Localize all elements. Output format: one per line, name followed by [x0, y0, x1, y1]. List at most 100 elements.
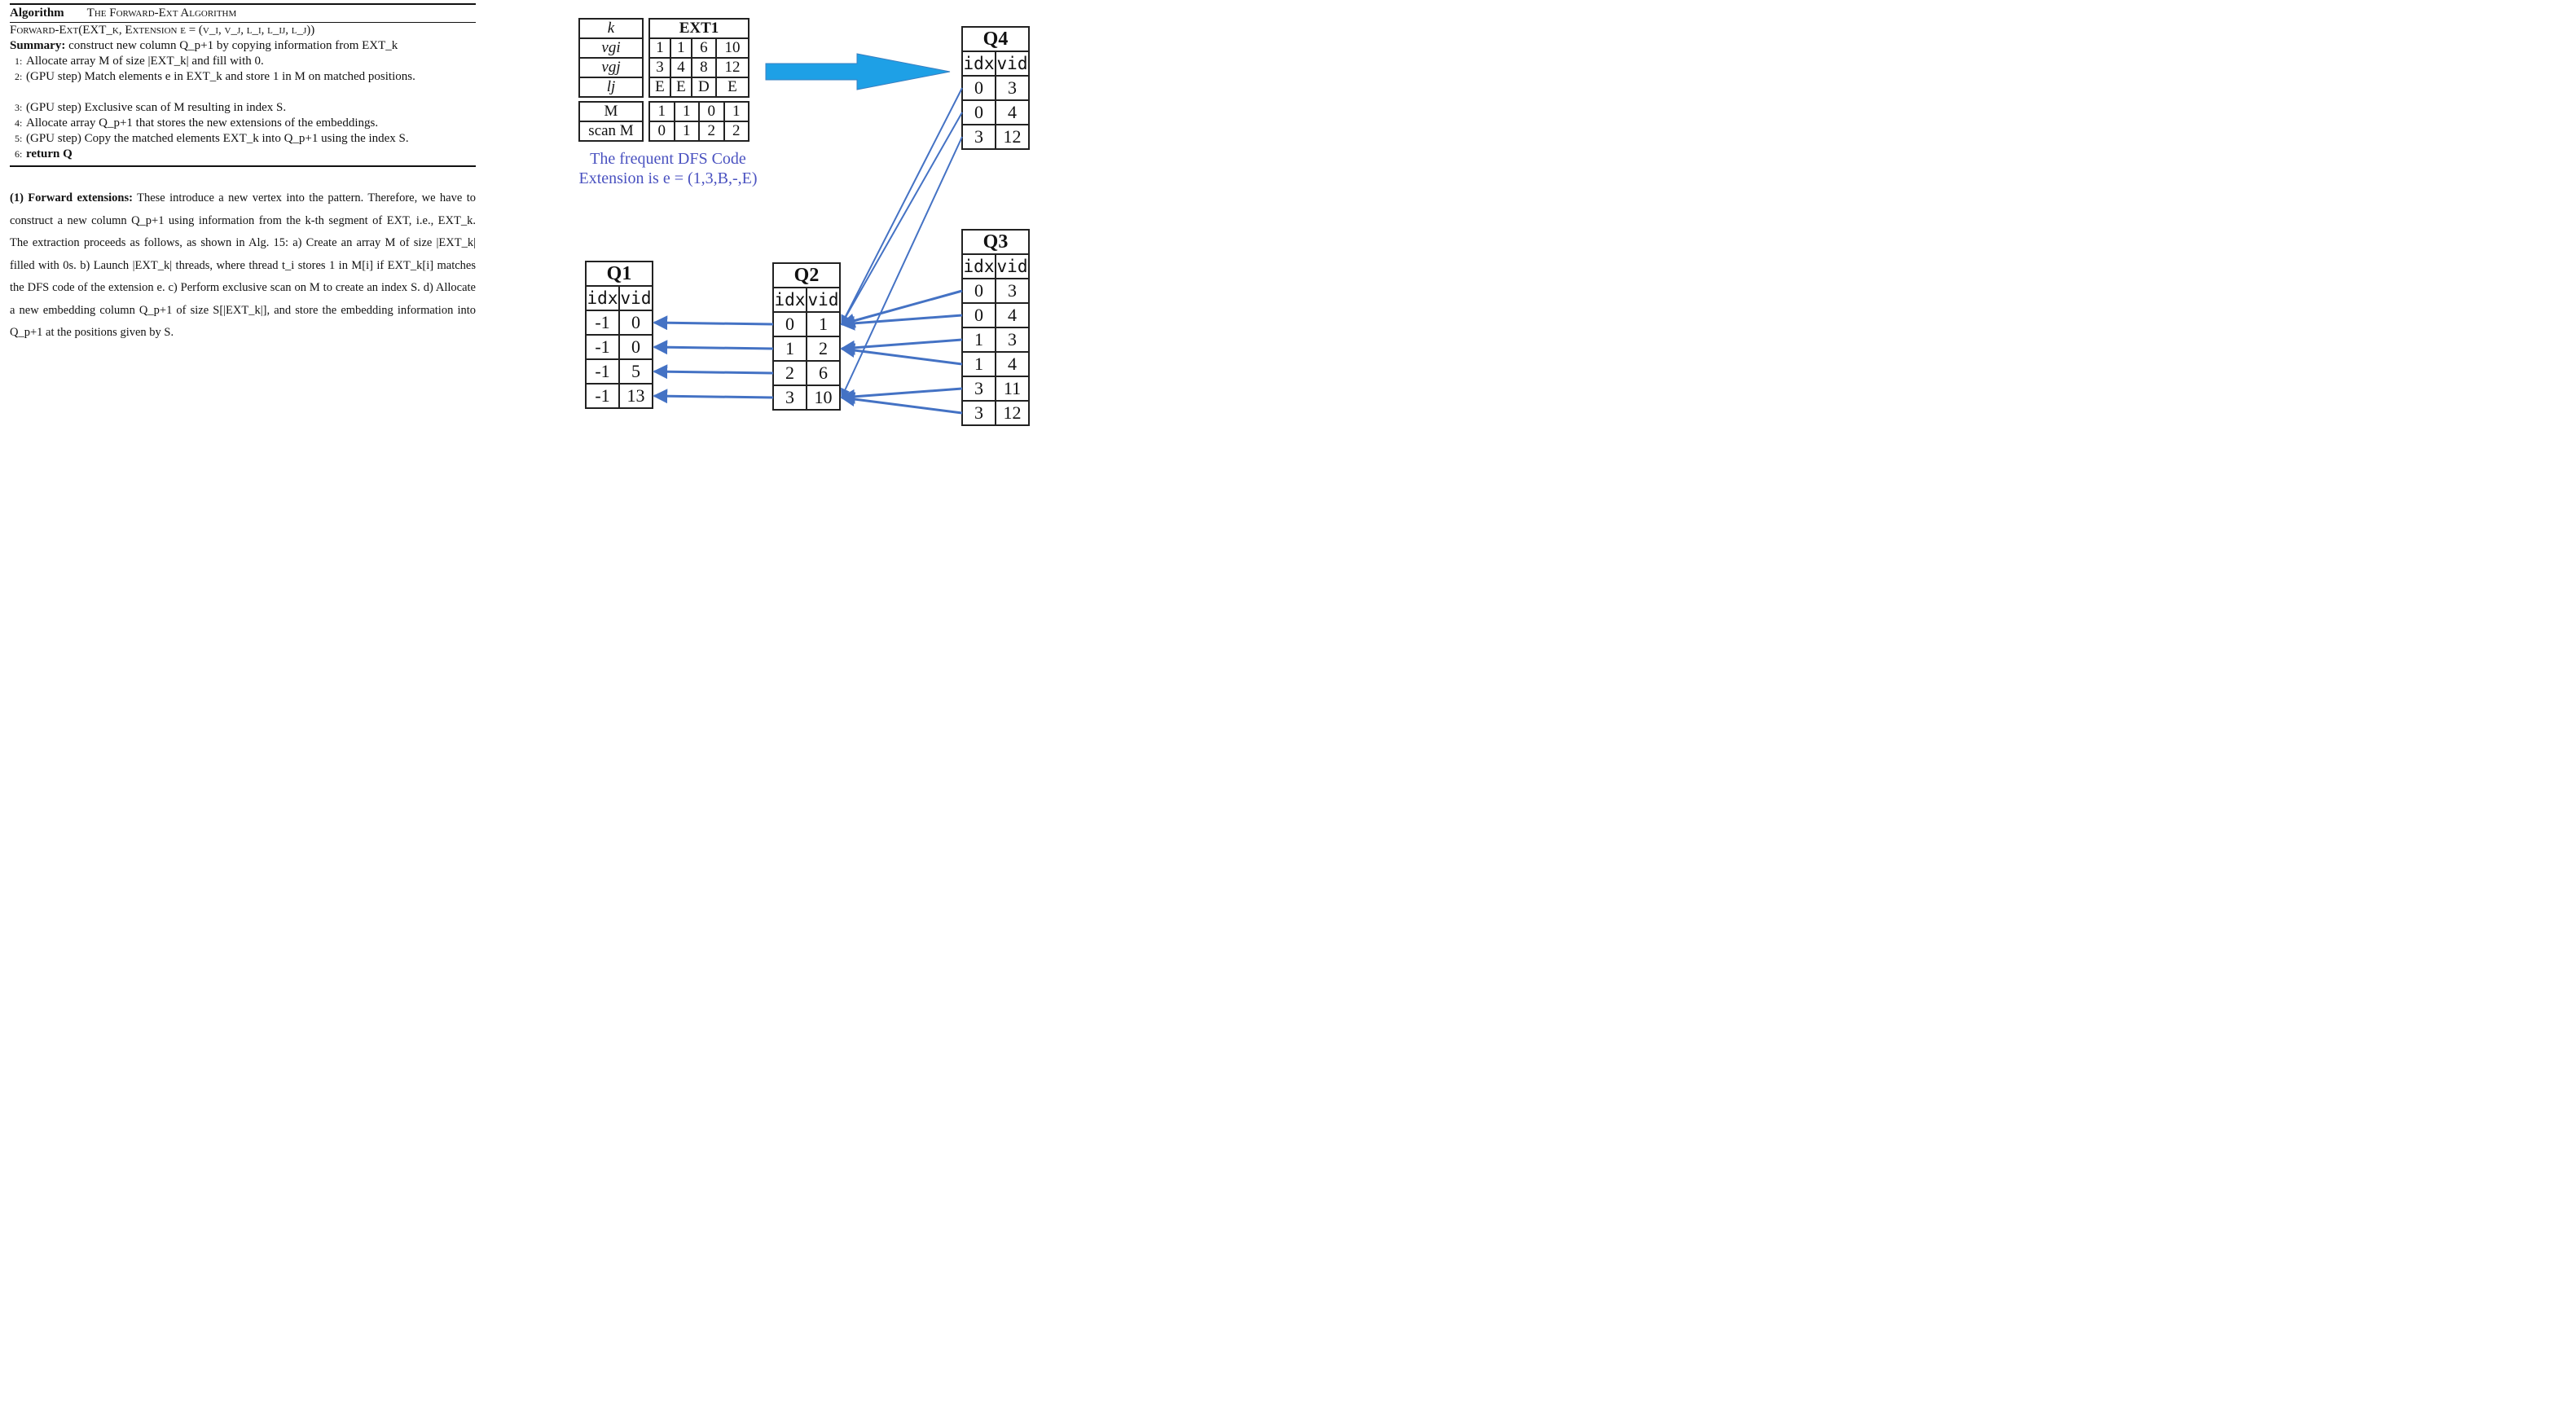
q1-idx-cell: -1: [585, 334, 620, 360]
q2-header-idx: idx: [772, 287, 807, 313]
ext-cell: 1: [669, 37, 692, 59]
caption-line-1: The frequent DFS Code: [590, 150, 746, 168]
q3-to-q2-arrow: [840, 289, 963, 328]
q4-header-vid: vid: [995, 51, 1030, 77]
ext-cell: 3: [648, 57, 671, 78]
algorithm-step: 6:return Q: [15, 147, 73, 160]
q2-idx-cell: 3: [772, 385, 807, 411]
q3-vid-cell: 12: [995, 400, 1030, 426]
algorithm-step: 1:Allocate array M of size |EXT_k| and f…: [15, 55, 264, 68]
q4-vid-cell: 4: [995, 99, 1030, 125]
q2-idx-cell: 0: [772, 311, 807, 337]
caption-line-2: Extension is e = (1,3,B,-,E): [578, 169, 758, 187]
mapping-arrows: [653, 87, 963, 415]
q3-idx-cell: 3: [961, 400, 996, 426]
q2-title: Q2: [772, 262, 841, 288]
q3-vid-cell: 3: [995, 327, 1030, 353]
q4-vid-cell: 12: [995, 124, 1030, 150]
q1-idx-cell: -1: [585, 383, 620, 409]
algorithm-label: Algorithm: [10, 7, 64, 20]
q2-vid-cell: 2: [806, 336, 841, 362]
q2-to-q1-arrow: [653, 364, 774, 380]
q4-to-q2-arrow: [841, 136, 963, 399]
algorithm-signature: Forward-Ext(EXT_k, Extension e = (v_i, v…: [10, 24, 315, 37]
summary-label: Summary:: [10, 39, 66, 52]
ext-cell: 12: [714, 57, 750, 78]
summary-text: construct new column Q_p+1 by copying in…: [68, 39, 398, 52]
q3-to-q2-arrow: [840, 314, 963, 331]
q3-idx-cell: 3: [961, 376, 996, 402]
ext1-table: EXT1 1 1 6 10 3 4 8 12 E E D E: [648, 18, 750, 98]
ext-cell: 8: [690, 57, 717, 78]
row-label: vgj: [578, 57, 644, 78]
paragraph-heading: (1) Forward extensions:: [10, 191, 133, 204]
q4-title: Q4: [961, 26, 1030, 52]
q1-vid-cell: 13: [618, 383, 653, 409]
q2-header-vid: vid: [806, 287, 841, 313]
scan-m-cell: 2: [723, 121, 750, 142]
algorithm-summary: Summary: construct new column Q_p+1 by c…: [10, 38, 476, 54]
ext1-title: EXT1: [648, 18, 750, 39]
q2-vid-cell: 6: [806, 360, 841, 386]
q3-vid-cell: 4: [995, 302, 1030, 328]
paragraph-text: These introduce a new vertex into the pa…: [10, 191, 476, 339]
q2-to-q1-arrow: [653, 340, 774, 355]
algorithm-box: Algorithm The Forward-Ext Algorithm Forw…: [10, 3, 476, 167]
m-table: 1 1 0 1 0 1 2 2: [648, 101, 750, 142]
q4-header-idx: idx: [961, 51, 996, 77]
q3-to-q2-arrow: [840, 392, 963, 415]
algorithm-step: 4:Allocate array Q_p+1 that stores the n…: [15, 116, 379, 130]
algorithm-step: 3:(GPU step) Exclusive scan of M resulti…: [15, 101, 287, 114]
q3-title: Q3: [961, 229, 1030, 255]
m-cell: 1: [723, 101, 750, 122]
q2-vid-cell: 1: [806, 311, 841, 337]
m-row-labels: M scan M: [578, 101, 644, 142]
ext-cell: 6: [690, 37, 717, 59]
q4-to-q2-arrow: [841, 87, 963, 326]
q2-idx-cell: 1: [772, 336, 807, 362]
q3-idx-cell: 1: [961, 351, 996, 377]
algorithm-step: 5:(GPU step) Copy the matched elements E…: [15, 132, 409, 145]
q3-header-idx: idx: [961, 253, 996, 279]
rule-bottom: [10, 165, 476, 167]
q2-to-q1-arrow: [653, 389, 774, 404]
q3-vid-cell: 3: [995, 278, 1030, 304]
rule-mid: [10, 22, 476, 23]
ext-row-labels: k vgi vgj lj: [578, 18, 644, 98]
row-label-m: M: [578, 101, 644, 122]
q1-idx-cell: -1: [585, 310, 620, 336]
ext-cell: E: [648, 77, 671, 98]
forward-extensions-paragraph: (1) Forward extensions: These introduce …: [10, 187, 476, 345]
q3-idx-cell: 0: [961, 302, 996, 328]
ext-cell: E: [669, 77, 692, 98]
q4-idx-cell: 0: [961, 99, 996, 125]
q3-vid-cell: 4: [995, 351, 1030, 377]
q3-to-q2-arrow: [840, 338, 963, 355]
big-right-arrow: [765, 53, 951, 90]
q3-to-q2-arrow: [840, 387, 963, 404]
algorithm-header: Algorithm The Forward-Ext Algorithm: [10, 5, 476, 21]
ext-cell: 1: [648, 37, 671, 59]
rule-top: [10, 3, 476, 5]
ext-cell: E: [714, 77, 750, 98]
q4-idx-cell: 3: [961, 124, 996, 150]
ext-cell: 4: [669, 57, 692, 78]
q1-idx-cell: -1: [585, 358, 620, 385]
algorithm-step: 2:(GPU step) Match elements e in EXT_k a…: [15, 70, 415, 83]
q1-vid-cell: 5: [618, 358, 653, 385]
ext-cell: D: [690, 77, 717, 98]
q4-vid-cell: 3: [995, 75, 1030, 101]
